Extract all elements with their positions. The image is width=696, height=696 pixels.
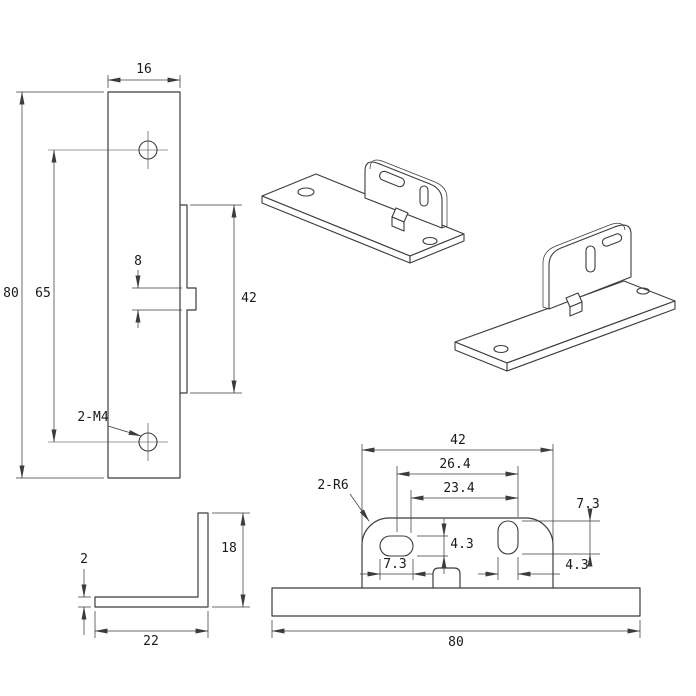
leader-line [107,425,142,437]
hook-tab-lip [569,301,583,317]
hole-ellipse [297,187,315,197]
plan-view: 42 26.4 23.4 2-R6 7.3 [271,433,641,650]
left-slot-outline [379,535,414,557]
dim-label: 65 [35,286,51,301]
isometric-view-top [261,159,465,264]
right-slot-outline [497,520,519,555]
dim-base-width: 22 [94,611,209,649]
dim-width: 16 [107,62,181,88]
dim-label: 42 [241,291,257,306]
vertical-slot [585,245,596,273]
hole-ellipse [422,236,438,246]
thread-callout: 2-M4 [77,410,142,437]
profile-view: 2 18 22 [78,512,250,649]
isometric-view-side [454,222,676,372]
base-side-face [409,233,465,264]
dim-slot-span-inner: 23.4 [410,481,519,533]
dim-label: 42 [450,433,466,448]
callout-label: 2-R6 [317,478,348,493]
hole-ellipse [493,344,509,354]
dim-label: 26.4 [439,457,470,472]
dim-overall-length: 80 [271,620,641,650]
dim-label: 23.4 [443,481,474,496]
part-outline [94,512,209,608]
dim-left-slot-height: 4.3 [417,518,474,574]
dim-label: 7.3 [383,557,406,572]
radius-callout: 2-R6 [317,478,370,522]
dim-flange-width: 42 [361,433,554,541]
horizontal-slot [379,170,405,188]
flange-outline [361,517,554,588]
dim-thickness: 2 [78,552,91,635]
dim-flange-height: 42 [190,204,257,394]
dim-label: 22 [143,634,159,649]
flange-thickness-edge [542,306,550,310]
dim-slot-span-outer: 26.4 [396,457,519,532]
dim-label: 80 [448,635,464,650]
hole-ellipse [636,287,650,295]
dim-label: 80 [3,286,19,301]
base-outline [271,587,641,617]
base-side-face [454,341,508,372]
callout-label: 2-M4 [77,410,108,425]
dim-label: 8 [134,254,142,269]
flange-back-edge [542,222,626,307]
dim-label: 18 [221,541,237,556]
flange-back-edge [369,159,448,229]
dim-total-height: 80 [3,91,104,479]
dim-label: 16 [136,62,152,77]
dim-right-slot-width: 4.3 [478,557,589,580]
horizontal-slot [601,233,623,247]
hook-notch-outline [432,567,461,588]
vertical-slot [419,185,429,207]
dim-label: 4.3 [450,537,473,552]
dim-left-slot-length: 7.3 [360,557,433,580]
dim-right-slot-length: 7.3 [522,497,600,567]
dim-hole-spacing: 65 [35,149,57,443]
front-view: 16 80 65 8 42 [3,62,257,479]
dim-label: 2 [80,552,88,567]
dim-label: 7.3 [576,497,599,512]
dim-tab-height: 8 [132,254,182,328]
dim-label: 4.3 [565,558,588,573]
hook-tab-lip [391,216,405,232]
dim-leg-height: 18 [212,512,250,608]
leader-line [349,493,370,522]
